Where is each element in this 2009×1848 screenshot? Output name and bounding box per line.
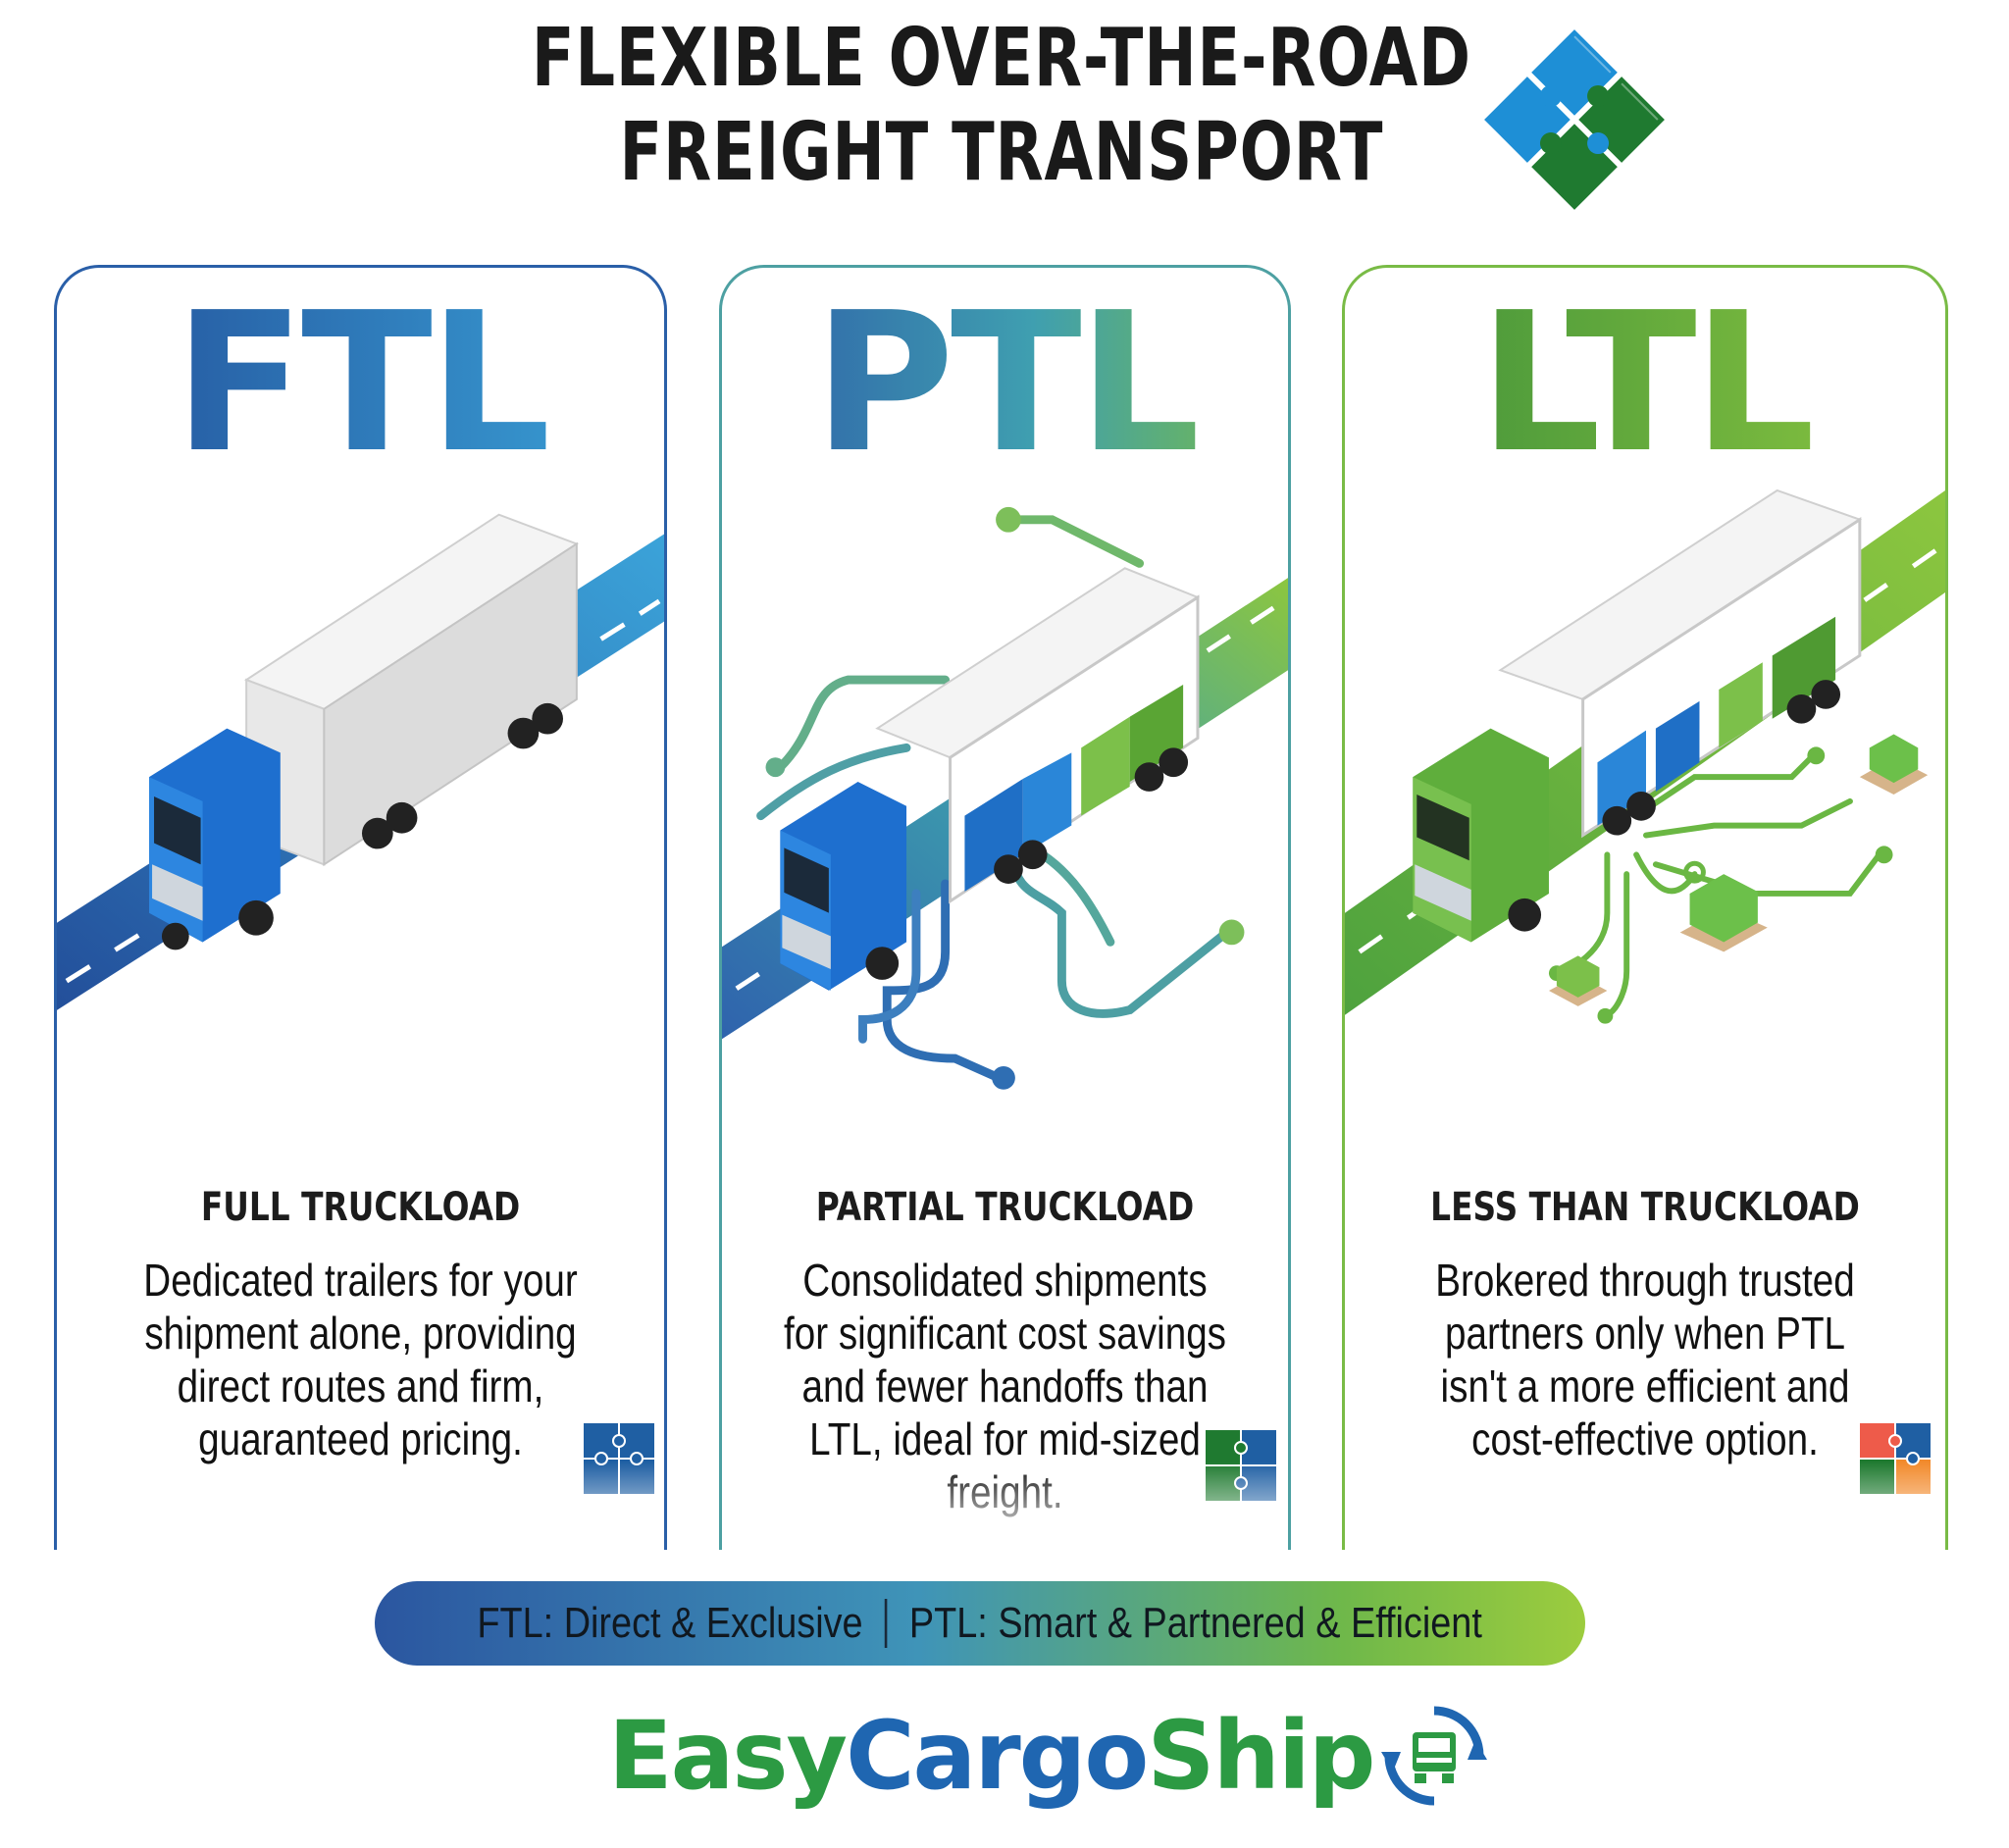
card-fade [722, 1462, 1288, 1550]
page-title-line-1: FLEXIBLE OVER-THE-ROAD [531, 12, 1471, 105]
card-ptl: PTL PARTIAL TRUCKLOAD Consolidated shipm… [719, 265, 1291, 1550]
card-fade [1345, 1462, 1945, 1550]
ptl-heading: PARTIAL TRUCKLOAD [815, 1185, 1195, 1230]
truck-refresh-icon [1381, 1706, 1488, 1806]
banner-divider [885, 1599, 888, 1648]
summary-banner: FTL: Direct & Exclusive PTL: Smart & Par… [375, 1581, 1585, 1666]
ftl-abbreviation: FTL [57, 287, 664, 480]
brand-part-cargo: Cargo [846, 1701, 1149, 1811]
ltl-abbreviation: LTL [1345, 287, 1945, 480]
ftl-description: Dedicated trailers for your shipment alo… [143, 1255, 578, 1464]
card-ftl: FTL FULL TRUCKLOAD Dedicated trailers fo… [54, 265, 667, 1550]
brand-part-easy: Easy [608, 1701, 848, 1811]
header: FLEXIBLE OVER-THE-ROAD FREIGHT TRANSPORT [0, 0, 2009, 226]
banner-ftl-text: FTL: Direct & Exclusive [477, 1599, 863, 1647]
puzzle-pieces-icon [1484, 29, 1665, 210]
ltl-heading: LESS THAN TRUCKLOAD [1430, 1185, 1860, 1230]
ftl-truck-illustration [57, 513, 664, 1010]
ltl-truck-illustration [1345, 488, 1945, 1024]
brand-part-ship: Ship [1147, 1701, 1375, 1811]
summary-banner-content: FTL: Direct & Exclusive PTL: Smart & Par… [478, 1599, 1482, 1648]
page-title-line-2: FREIGHT TRANSPORT [619, 106, 1384, 199]
ptl-abbreviation: PTL [722, 287, 1288, 480]
banner-ptl-text: PTL: Smart & Partnered & Efficient [909, 1599, 1483, 1647]
card-fade [57, 1462, 664, 1550]
ftl-heading: FULL TRUCKLOAD [200, 1185, 521, 1230]
card-ltl: LTL LESS THAN TRUCKLOAD Brokered through… [1342, 265, 1948, 1550]
ltl-description: Brokered through trusted partners only w… [1435, 1255, 1855, 1464]
ptl-truck-illustration [722, 506, 1288, 1090]
